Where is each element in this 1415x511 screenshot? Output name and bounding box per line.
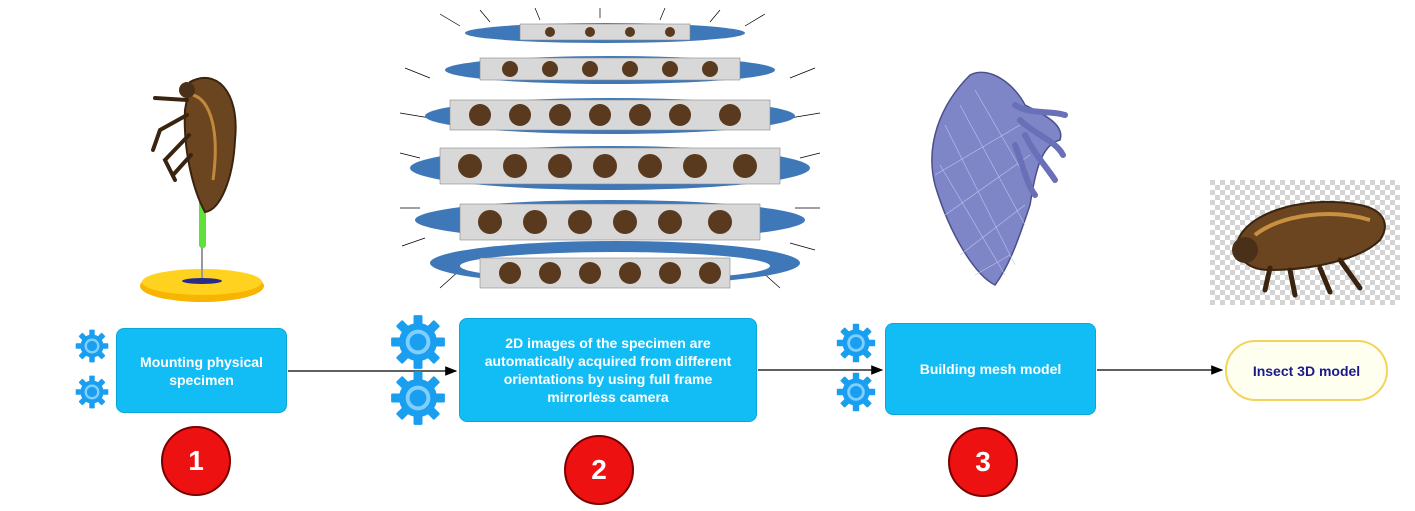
step-2-number-badge: 2 [564, 435, 634, 505]
insect-3d-image [1210, 180, 1400, 305]
gear-icon [836, 323, 876, 363]
gear-icon [75, 375, 109, 409]
gear-icon [75, 329, 109, 363]
step-3-label: Building mesh model [919, 361, 1062, 377]
step-3-number: 3 [975, 446, 991, 477]
insect-specimen-image [140, 76, 264, 302]
final-output-box[interactable]: Insect 3D model [1225, 340, 1388, 401]
gear-icon [836, 372, 876, 412]
step-1-number: 1 [188, 445, 204, 476]
step-1-number-badge: 1 [161, 426, 231, 496]
gear-icon [390, 370, 446, 426]
final-output-label: Insect 3D model [1252, 362, 1361, 379]
step-3-number-badge: 3 [948, 427, 1018, 497]
gear-icon [390, 314, 446, 370]
step-2-box[interactable]: 2D images of the specimen are automatica… [459, 318, 757, 422]
step-3-box[interactable]: Building mesh model [885, 323, 1096, 415]
step-1-label: Mounting physical specimen [140, 353, 263, 388]
camera-ring-image [399, 7, 821, 289]
step-2-label: 2D images of the specimen are automatica… [484, 335, 732, 405]
step-1-box[interactable]: Mounting physical specimen [116, 328, 287, 413]
mesh-model-image [931, 71, 1068, 286]
step-2-number: 2 [591, 454, 607, 485]
